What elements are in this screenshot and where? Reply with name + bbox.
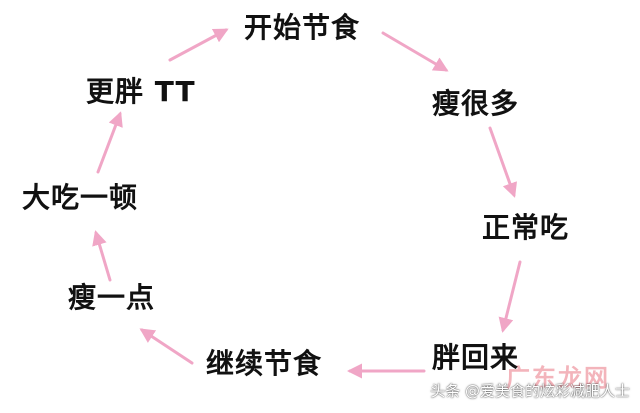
node-gain-back: 胖回来 [432, 341, 520, 374]
node-binge-eat: 大吃一顿 [22, 181, 139, 214]
arrow-binge-eat-to-fatter [96, 111, 123, 174]
arrow-lose-a-lot-to-eat-normal [488, 126, 518, 198]
node-fatter: 更胖 TT [86, 75, 196, 108]
arrow-fatter-to-start-diet [168, 28, 229, 62]
node-eat-normal: 正常吃 [482, 211, 570, 244]
arrow-continue-diet-to-lose-a-little [139, 328, 194, 365]
node-start-diet: 开始节食 [244, 11, 361, 44]
watermark-logo: 广东龙网 [506, 364, 610, 392]
node-continue-diet: 继续节食 [206, 347, 323, 380]
arrow-start-diet-to-lose-a-lot [381, 31, 449, 72]
arrow-eat-normal-to-gain-back [498, 260, 522, 333]
arrow-lose-a-little-to-binge-eat [92, 230, 112, 282]
watermark-text: 头条 @爱美食的炫彩减肥人士 [430, 382, 630, 400]
node-lose-a-lot: 瘦很多 [432, 87, 520, 120]
node-lose-a-little: 瘦一点 [68, 281, 156, 314]
